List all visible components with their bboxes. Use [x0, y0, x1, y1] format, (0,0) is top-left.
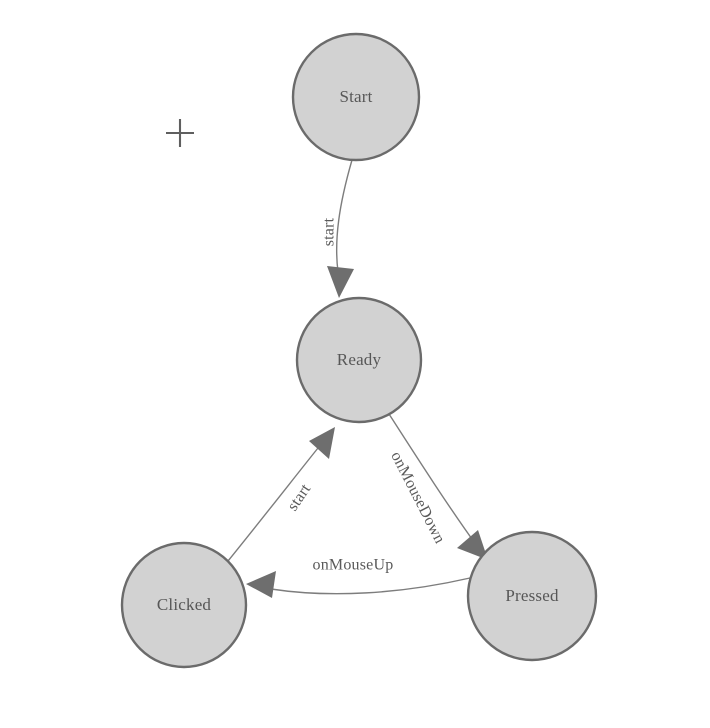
edge-label-ready-to-pressed: onMouseDown [387, 449, 448, 547]
edge-clicked-to-ready-path [227, 447, 319, 562]
node-start-circle[interactable] [291, 32, 421, 162]
node-pressed[interactable]: Pressed [466, 530, 598, 662]
node-pressed-label: Pressed [505, 586, 559, 605]
node-start-label: Start [339, 87, 372, 106]
edge-ready-to-pressed-arrowhead [457, 530, 488, 560]
node-ready-label: Ready [337, 350, 382, 369]
node-clicked-circle[interactable] [120, 541, 248, 669]
edge-start-to-ready[interactable]: start [321, 159, 354, 298]
edge-start-to-ready-arrowhead [327, 266, 354, 298]
edge-ready-to-pressed-path [388, 413, 478, 547]
edge-pressed-to-clicked[interactable]: onMouseUp [246, 557, 471, 598]
node-ready[interactable]: Ready [295, 296, 423, 424]
node-pressed-circle[interactable] [466, 530, 598, 662]
edge-label-pressed-to-clicked: onMouseUp [313, 557, 394, 574]
edge-pressed-to-clicked-path [270, 577, 471, 595]
edge-label-start-to-ready: start [321, 217, 338, 246]
edge-ready-to-pressed[interactable]: onMouseDown [387, 413, 488, 560]
node-start[interactable]: Start [291, 32, 421, 162]
node-clicked[interactable]: Clicked [120, 541, 248, 669]
edge-clicked-to-ready[interactable]: start [227, 427, 335, 562]
edge-pressed-to-clicked-arrowhead [246, 571, 276, 598]
node-clicked-label: Clicked [157, 595, 212, 614]
node-ready-circle[interactable] [295, 296, 423, 424]
crosshair-icon[interactable] [166, 119, 194, 147]
edge-clicked-to-ready-arrowhead [309, 427, 335, 459]
edge-start-to-ready-path [336, 159, 353, 273]
